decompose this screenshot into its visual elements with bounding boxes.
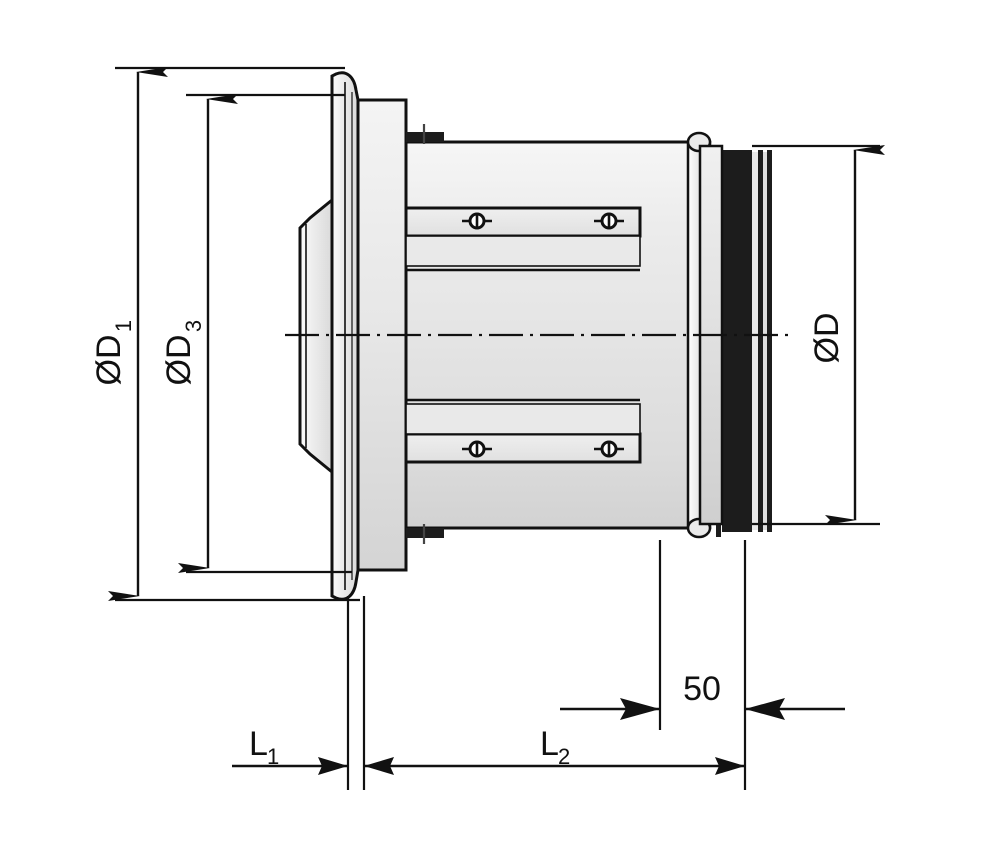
dimension-l1 <box>232 757 348 775</box>
dimension-lines <box>108 66 885 790</box>
dimension-l2 <box>364 757 745 775</box>
label-l1-group: L 1 <box>249 725 279 769</box>
label-d1-group: ØD 1 <box>90 320 136 386</box>
label-l2-group: L 2 <box>540 725 570 769</box>
dimension-labels: ØD 1 ØD 3 ØD L 1 L 2 50 <box>90 313 846 770</box>
label-d3-sub: 3 <box>181 320 206 332</box>
dimension-50 <box>560 698 845 720</box>
thread-section <box>716 145 772 537</box>
lower-mounting-rail <box>404 398 642 464</box>
label-50: 50 <box>683 670 721 708</box>
fastener-markers <box>462 212 624 458</box>
screw-marker <box>594 440 624 458</box>
screw-marker <box>594 212 624 230</box>
label-l2-main: L <box>540 725 559 763</box>
screw-marker <box>462 440 492 458</box>
label-l2-sub: 2 <box>558 744 570 769</box>
label-d1-sub: 1 <box>111 320 136 332</box>
upper-mounting-rail <box>404 206 642 272</box>
part-geometry <box>285 71 790 601</box>
label-d3-main: ØD <box>160 335 198 386</box>
label-d-main: ØD <box>808 313 846 364</box>
label-d1-main: ØD <box>90 335 128 386</box>
label-d-group: ØD <box>808 313 846 364</box>
label-l1-sub: 1 <box>267 744 279 769</box>
screw-marker <box>462 212 492 230</box>
body-tabs <box>406 124 444 544</box>
label-d3-group: ØD 3 <box>160 320 206 386</box>
label-l1-main: L <box>249 725 268 763</box>
